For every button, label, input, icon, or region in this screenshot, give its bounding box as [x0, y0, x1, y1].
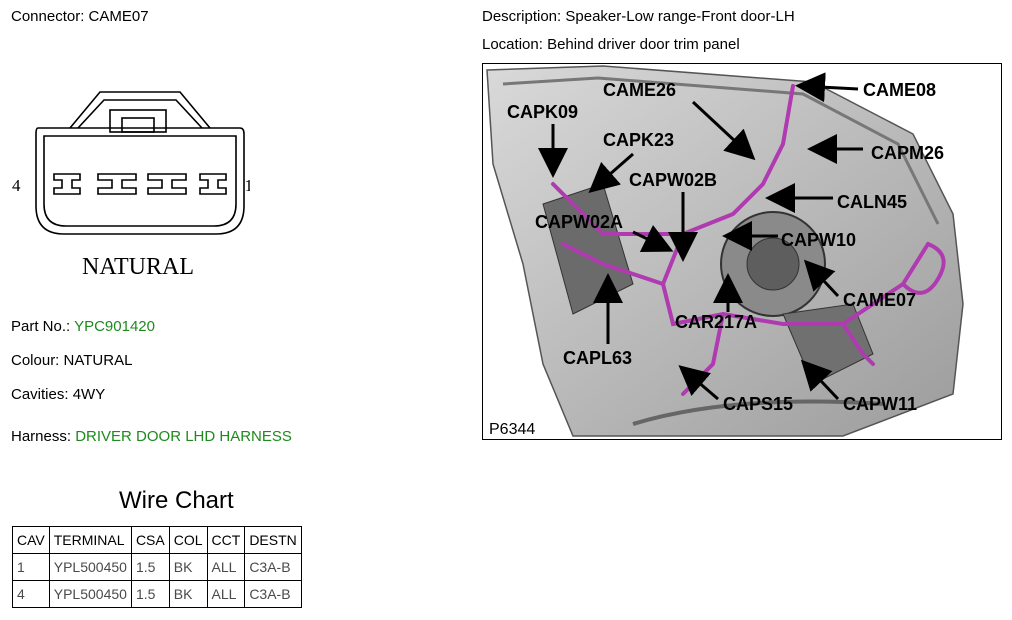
wire-chart-table: CAV TERMINAL CSA COL CCT DESTN 1 YPL5004… — [12, 526, 302, 608]
header-csa: CSA — [130, 526, 170, 554]
cavities-line: Cavities: 4WY — [11, 386, 105, 404]
callout-capl63: CAPL63 — [563, 348, 632, 368]
connector-id: CAME07 — [88, 8, 149, 25]
cell-terminal: YPL500450 — [48, 580, 132, 608]
cavities-value: 4WY — [72, 386, 106, 403]
callout-caps15: CAPS15 — [723, 394, 793, 414]
table-row: 4 YPL500450 1.5 BK ALL C3A-B — [12, 580, 302, 608]
harness-label: Harness: — [11, 428, 72, 445]
location-illustration: CAME26 CAME08 CAPK09 CAPK23 CAPM26 CAPW0… — [482, 63, 1002, 440]
part-no-value: YPC901420 — [74, 318, 155, 335]
callout-came07: CAME07 — [843, 290, 916, 310]
description-line: Description: Speaker-Low range-Front doo… — [482, 8, 795, 26]
header-cav: CAV — [12, 526, 50, 554]
cell-cct: ALL — [206, 553, 246, 581]
harness-line: Harness: DRIVER DOOR LHD HARNESS — [11, 428, 292, 446]
description-label: Description: — [482, 8, 562, 25]
image-reference: P6344 — [489, 421, 535, 438]
table-row: 1 YPL500450 1.5 BK ALL C3A-B — [12, 553, 302, 581]
cavities-label: Cavities: — [11, 386, 69, 403]
callout-came08: CAME08 — [863, 80, 936, 100]
colour-label: Colour: — [11, 352, 60, 369]
header-cct: CCT — [206, 526, 246, 554]
callout-capw02a: CAPW02A — [535, 212, 623, 232]
wire-chart-title: Wire Chart — [119, 487, 234, 514]
connector-label: Connector: — [11, 8, 85, 25]
harness-value: DRIVER DOOR LHD HARNESS — [75, 428, 292, 445]
cell-csa: 1.5 — [130, 553, 170, 581]
callout-capm26: CAPM26 — [871, 143, 944, 163]
cell-cav: 4 — [12, 580, 50, 608]
callout-capw11: CAPW11 — [843, 394, 917, 414]
part-no-line: Part No.: YPC901420 — [11, 318, 155, 336]
callout-capw02b: CAPW02B — [629, 170, 717, 190]
location-line: Location: Behind driver door trim panel — [482, 36, 740, 54]
connector-colour-caption: NATURAL — [82, 254, 194, 280]
header-terminal: TERMINAL — [48, 526, 132, 554]
location-value: Behind driver door trim panel — [547, 36, 740, 53]
colour-line: Colour: NATURAL — [11, 352, 132, 370]
connector-line: Connector: CAME07 — [11, 8, 149, 26]
header-destn: DESTN — [244, 526, 302, 554]
callout-capk23: CAPK23 — [603, 130, 674, 150]
description-value: Speaker-Low range-Front door-LH — [565, 8, 795, 25]
pin-1-label: 1 — [245, 176, 251, 195]
cell-terminal: YPL500450 — [48, 553, 132, 581]
cell-cav: 1 — [12, 553, 50, 581]
location-label: Location: — [482, 36, 543, 53]
callout-caln45: CALN45 — [837, 192, 907, 212]
callout-capk09: CAPK09 — [507, 102, 578, 122]
part-no-label: Part No.: — [11, 318, 71, 335]
colour-value: NATURAL — [63, 352, 133, 369]
cell-csa: 1.5 — [130, 580, 170, 608]
cell-col: BK — [168, 553, 208, 581]
pin-4-label: 4 — [12, 176, 21, 195]
connector-face-diagram: 4 1 NATURAL — [12, 91, 251, 280]
callout-capw10: CAPW10 — [781, 230, 856, 250]
cell-destn: C3A-B — [244, 553, 302, 581]
callout-came26: CAME26 — [603, 80, 676, 100]
wire-chart-header-row: CAV TERMINAL CSA COL CCT DESTN — [12, 526, 302, 554]
cell-destn: C3A-B — [244, 580, 302, 608]
header-col: COL — [168, 526, 208, 554]
cell-cct: ALL — [206, 580, 246, 608]
cell-col: BK — [168, 580, 208, 608]
callout-car217a: CAR217A — [675, 312, 757, 332]
